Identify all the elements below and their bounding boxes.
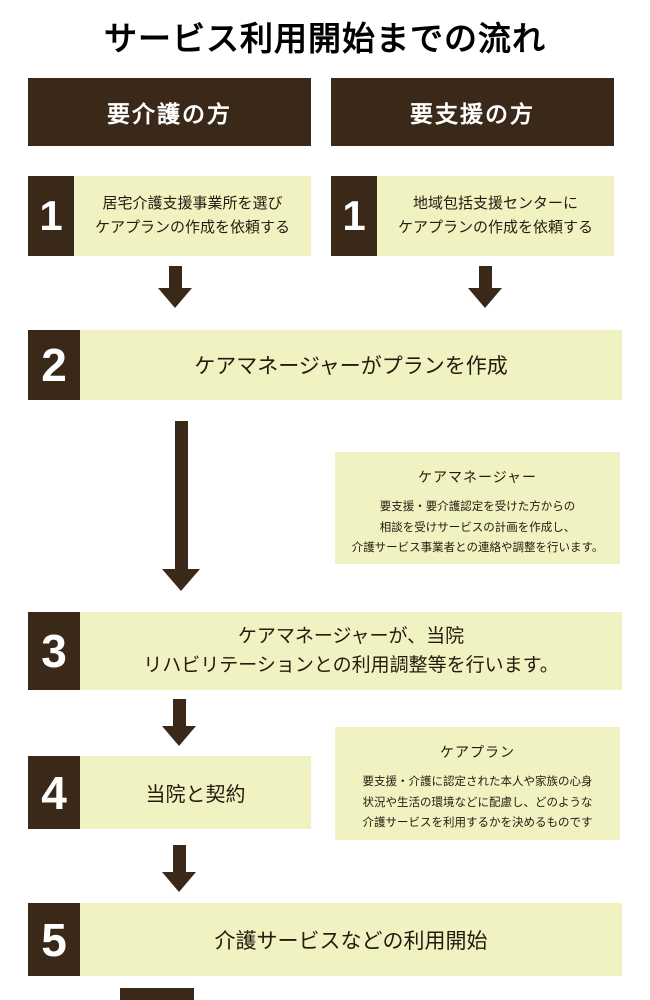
step-number: 1 — [331, 176, 377, 256]
arrow-head — [162, 872, 196, 892]
cutoff-box — [120, 988, 194, 1000]
step-text: ケアマネージャーがプランを作成 — [194, 355, 508, 378]
arrow-stem — [172, 845, 186, 872]
step-text-line: ケアプランの作成を依頼する — [94, 219, 290, 236]
step-number: 2 — [28, 330, 80, 400]
arrow-stem — [478, 266, 492, 288]
step-text-line: ケアマネージャーが、当院 — [237, 625, 465, 647]
note-title: ケアプラン — [440, 744, 515, 760]
down-arrow — [468, 266, 502, 308]
step-5: 5 介護サービスなどの利用開始 — [28, 903, 622, 976]
arrow-stem — [172, 699, 186, 726]
down-arrow — [162, 845, 196, 892]
step-2: 2 ケアマネージャーがプランを作成 — [28, 330, 622, 400]
step-box: 当院と契約 — [80, 756, 311, 829]
column-header-right: 要支援の方 — [331, 78, 614, 146]
arrow-head — [162, 569, 200, 591]
arrow-head — [162, 726, 196, 746]
note-body-line: 相談を受けサービスの計画を作成し、 — [379, 521, 576, 534]
arrow-stem — [174, 421, 188, 569]
down-arrow-long — [162, 421, 200, 591]
step-text: 当院と契約 — [145, 784, 246, 806]
step-text-line: リハビリテーションとの利用調整等を行います。 — [143, 655, 559, 676]
step-1-left: 1 居宅介護支援事業所を選び ケアプランの作成を依頼する — [28, 176, 311, 256]
note-title: ケアマネージャー — [417, 469, 538, 485]
note-body-line: 状況や生活の環境などに配慮し、どのような — [362, 796, 593, 809]
step-box: ケアマネージャーがプランを作成 — [80, 330, 622, 400]
note-body-line: 介護サービスを利用するかを決めるものです — [362, 817, 593, 830]
note-body-line: 介護サービス事業者との連絡や調整を行います。 — [351, 542, 604, 555]
step-3: 3 ケアマネージャーが、当院 リハビリテーションとの利用調整等を行います。 — [28, 612, 622, 690]
step-box: 地域包括支援センターに ケアプランの作成を依頼する — [377, 176, 614, 256]
down-arrow — [162, 699, 196, 746]
arrow-head — [158, 288, 192, 308]
step-box: ケアマネージャーが、当院 リハビリテーションとの利用調整等を行います。 — [80, 612, 622, 690]
step-4: 4 当院と契約 — [28, 756, 311, 829]
step-text-line: ケアプランの作成を依頼する — [397, 219, 593, 236]
down-arrow — [158, 266, 192, 308]
step-number: 3 — [28, 612, 80, 690]
column-header-left: 要介護の方 — [28, 78, 311, 146]
step-text-line: 居宅介護支援事業所を選び — [102, 195, 283, 212]
note-body-line: 要支援・介護に認定された本人や家族の心身 — [362, 776, 593, 788]
note-care-manager: ケアマネージャー 要支援・要介護認定を受けた方からの 相談を受けサービスの計画を… — [335, 452, 620, 564]
step-number: 4 — [28, 756, 80, 829]
step-box: 居宅介護支援事業所を選び ケアプランの作成を依頼する — [74, 176, 311, 256]
step-text-line: 地域包括支援センターに — [412, 195, 578, 212]
note-body-line: 要支援・要介護認定を受けた方からの — [379, 501, 576, 513]
arrow-head — [468, 288, 502, 308]
step-number: 1 — [28, 176, 74, 256]
page-title: サービス利用開始までの流れ — [104, 20, 546, 57]
step-text: 介護サービスなどの利用開始 — [214, 929, 488, 953]
step-1-right: 1 地域包括支援センターに ケアプランの作成を依頼する — [331, 176, 614, 256]
arrow-stem — [168, 266, 182, 288]
note-care-plan: ケアプラン 要支援・介護に認定された本人や家族の心身 状況や生活の環境などに配慮… — [335, 727, 620, 840]
step-box: 介護サービスなどの利用開始 — [80, 903, 622, 976]
step-number: 5 — [28, 903, 80, 976]
